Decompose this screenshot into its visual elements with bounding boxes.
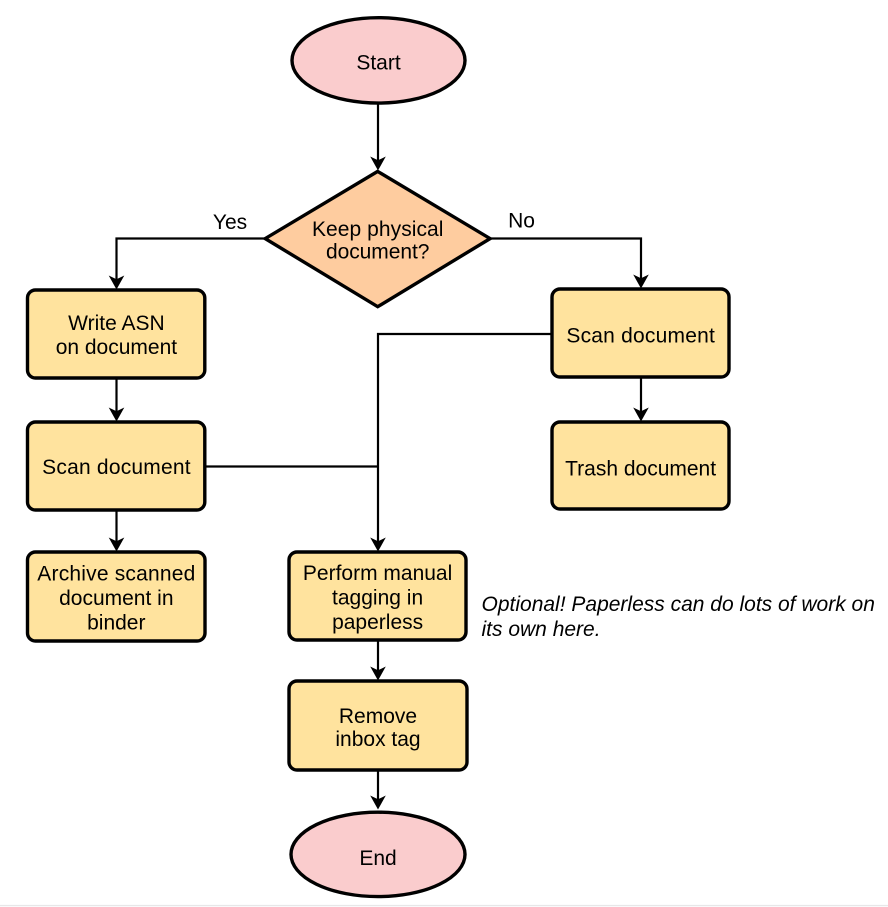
svg-text:Optional! Paperless can do lot: Optional! Paperless can do lots of work … — [482, 593, 875, 616]
svg-text:document in: document in — [59, 587, 173, 610]
svg-text:End: End — [359, 847, 396, 870]
svg-text:tagging in: tagging in — [332, 587, 423, 610]
svg-text:Write ASN: Write ASN — [68, 312, 164, 335]
svg-text:Archive scanned: Archive scanned — [37, 562, 195, 585]
svg-text:on document: on document — [56, 336, 178, 359]
svg-text:Start: Start — [356, 52, 401, 75]
svg-text:Remove: Remove — [339, 705, 417, 728]
svg-text:No: No — [508, 210, 535, 233]
svg-text:Yes: Yes — [213, 211, 247, 234]
svg-text:Scan document: Scan document — [42, 456, 191, 479]
svg-text:Perform manual: Perform manual — [303, 562, 452, 585]
svg-text:Trash document: Trash document — [565, 458, 716, 481]
svg-text:paperless: paperless — [332, 611, 423, 634]
svg-text:document?: document? — [326, 241, 430, 264]
svg-text:binder: binder — [87, 611, 145, 634]
svg-text:Keep physical: Keep physical — [312, 218, 444, 241]
svg-text:its own here.: its own here. — [482, 618, 601, 641]
svg-text:Scan document: Scan document — [566, 325, 715, 348]
svg-text:inbox tag: inbox tag — [335, 728, 420, 751]
